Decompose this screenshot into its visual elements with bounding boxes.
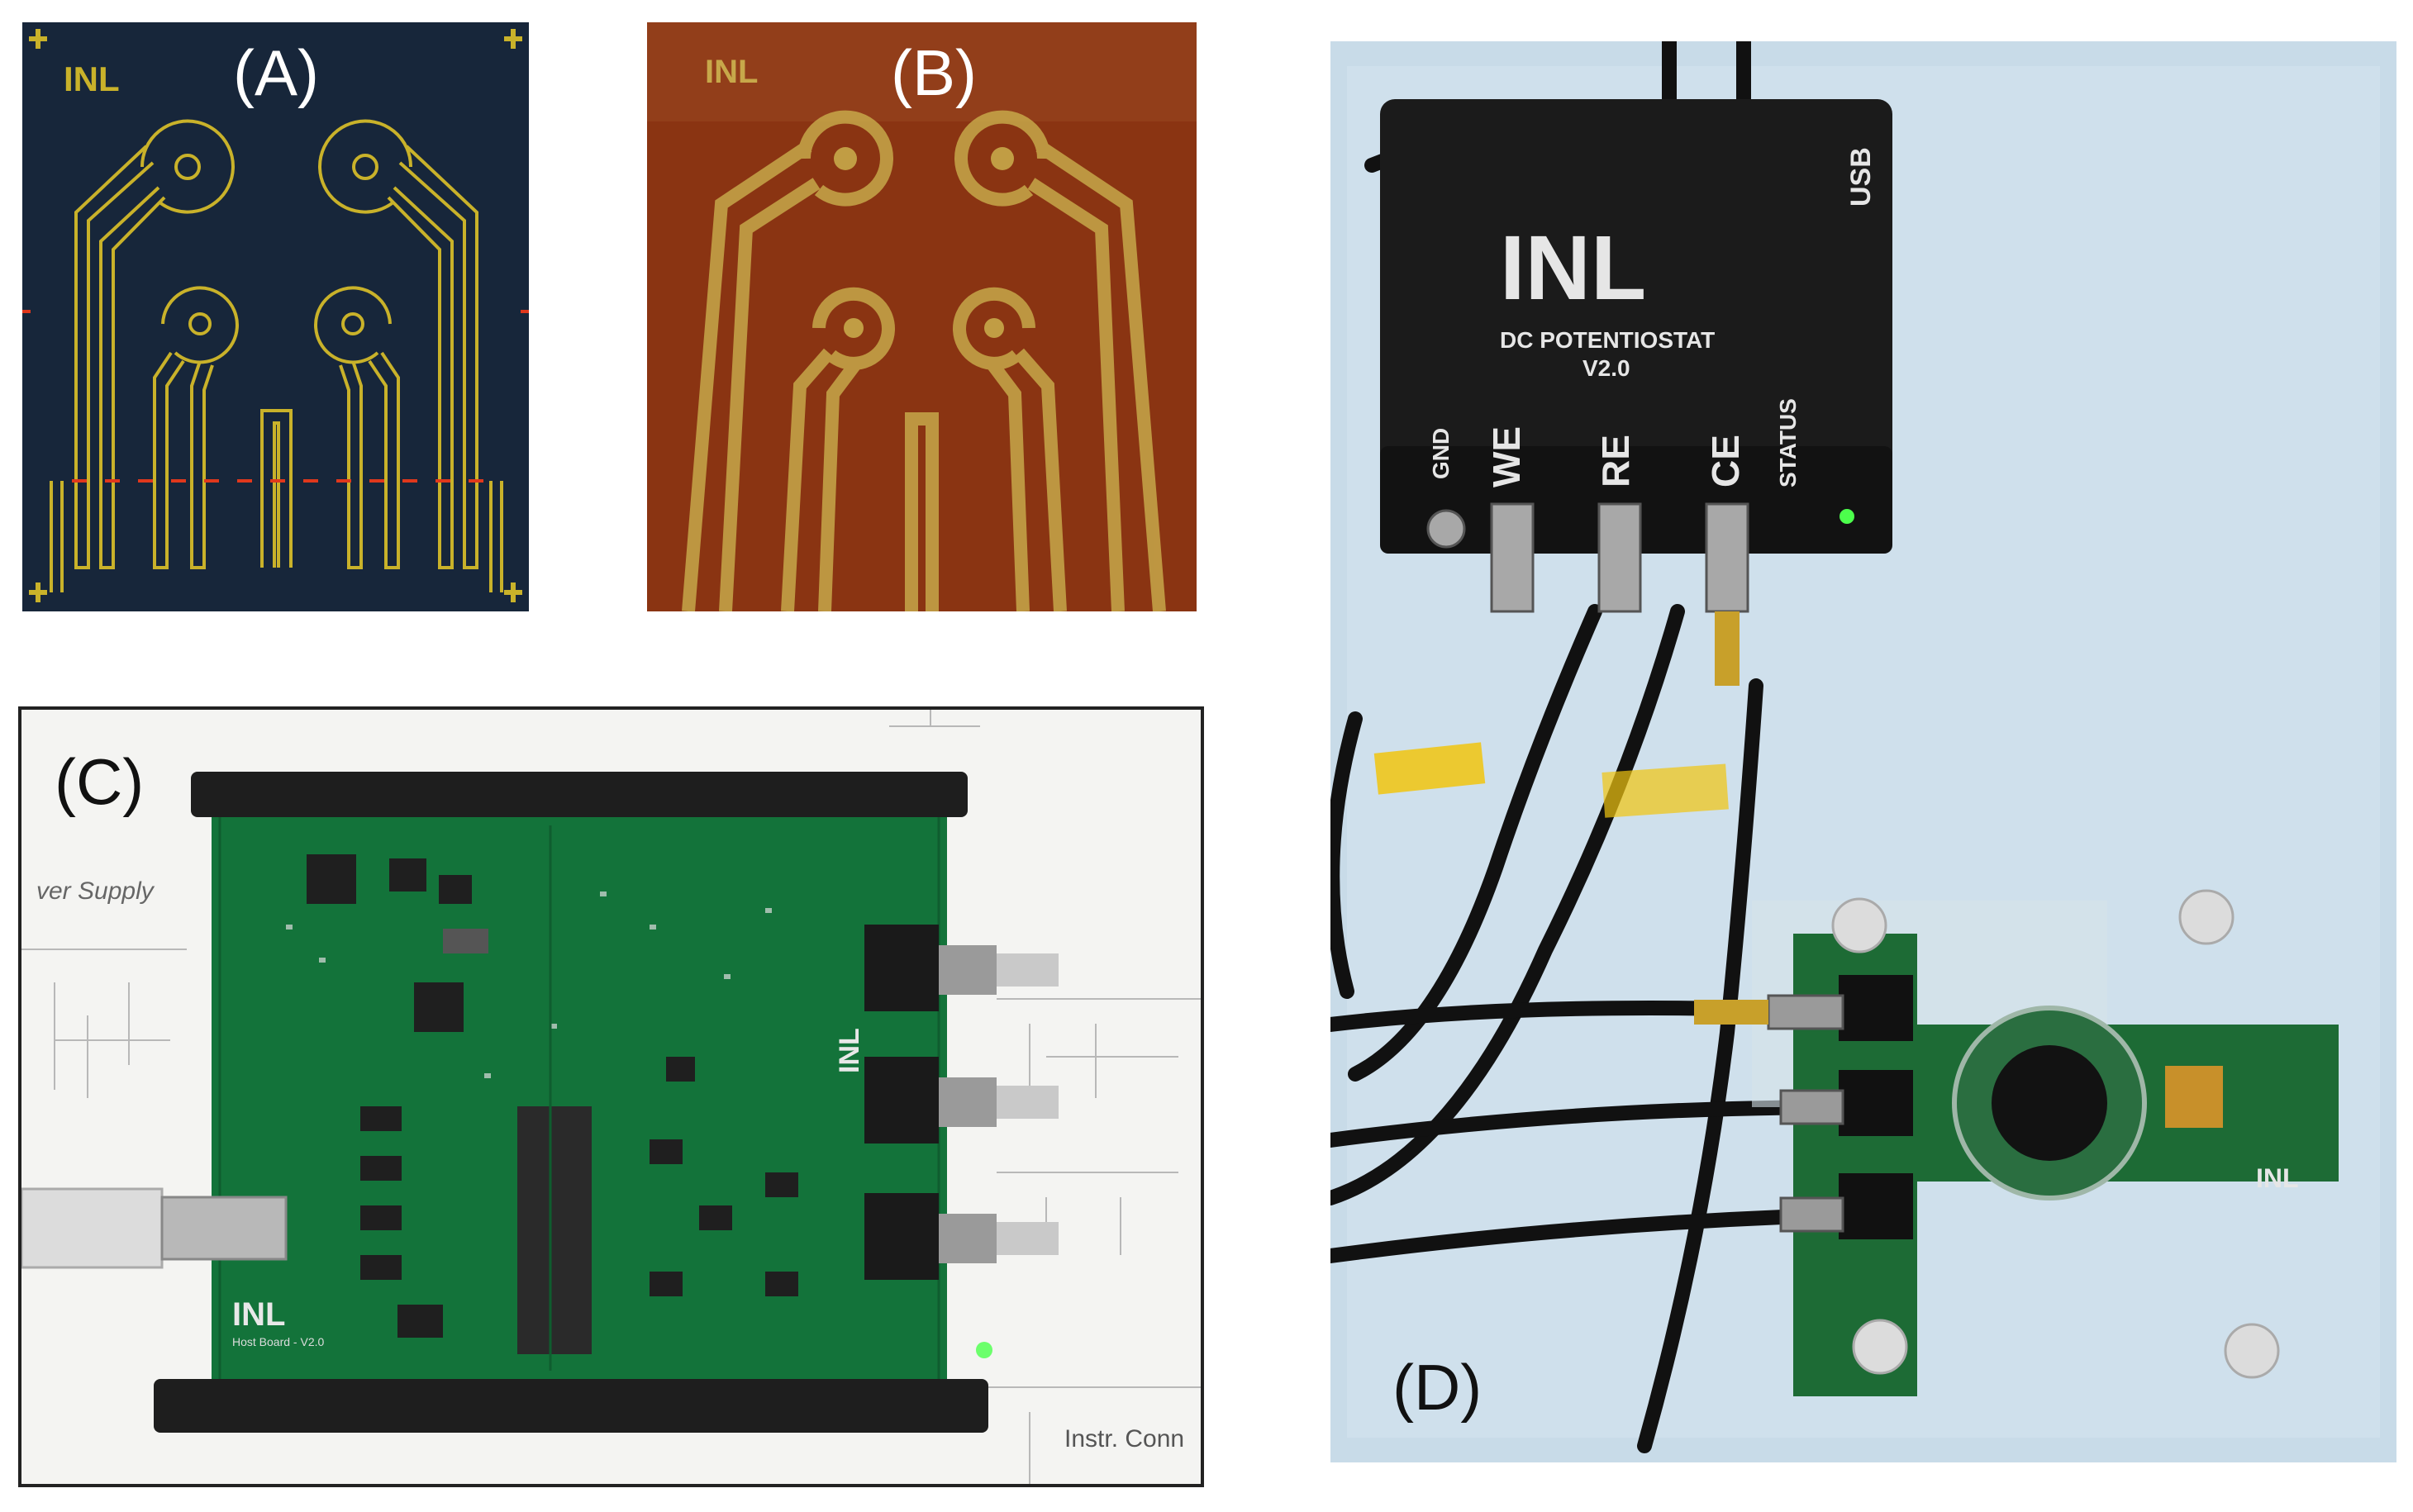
pcb-components: [307, 854, 798, 1354]
board-inl-logo: INL: [232, 1296, 286, 1333]
schematic-text-instr-conn: Instr. Conn: [1064, 1425, 1185, 1453]
panel-d-setup-photo: INL DC POTENTIOSTAT V2.0 USB GND WE RE C…: [1330, 41, 2396, 1462]
enclosure-rail-bottom: [154, 1379, 988, 1433]
electrode-center-tl: [174, 154, 201, 180]
panel-a-electrode-design: INL (A): [22, 22, 529, 611]
device-model-label: DC POTENTIOSTAT: [1500, 327, 1716, 353]
port-label-we: WE: [1485, 426, 1528, 487]
electrode-traces: [50, 119, 503, 592]
usb-cable-plug: [21, 1187, 164, 1269]
device-usb-label: USB: [1845, 147, 1877, 207]
electrode-ring-tl: [140, 119, 235, 214]
potentiostat-box: [1380, 99, 1892, 512]
electrode-layout-drawing: [22, 29, 529, 602]
panel-b-fabricated-electrodes: INL (B): [647, 22, 1197, 611]
electrode-center-tr: [352, 154, 378, 180]
device-inl-logo: INL: [1500, 217, 1647, 319]
port-label-gnd: GND: [1428, 427, 1454, 479]
corner-marks: [29, 29, 522, 602]
gold-traces: [682, 110, 1166, 611]
host-board-photo: [21, 710, 1201, 1484]
electrode-ring-tr: [318, 119, 413, 214]
port-label-status: STATUS: [1775, 398, 1801, 487]
contact-markers: [22, 310, 529, 483]
adapter-inl-logo: INL: [2256, 1163, 2299, 1193]
enclosure-rail-top: [191, 772, 968, 817]
fabricated-chip-photo: [647, 22, 1197, 611]
panel-label-c: (C): [55, 745, 145, 818]
electrode-ring-br: [314, 286, 392, 364]
bnc-connectors: [864, 925, 1059, 1280]
electrode-ring-bl: [161, 286, 239, 364]
setup-photo: [1330, 41, 2396, 1462]
board-inl-logo-vertical: INL: [834, 1028, 865, 1073]
inl-logo: INL: [64, 59, 120, 98]
device-version-label: V2.0: [1582, 355, 1630, 381]
port-label-ce: CE: [1704, 435, 1747, 487]
board-caption: Host Board - V2.0: [232, 1335, 325, 1348]
schematic-text-power-supply: ver Supply: [36, 877, 154, 905]
port-label-re: RE: [1594, 435, 1637, 487]
inl-logo: INL: [705, 54, 759, 90]
panel-label-d: (D): [1392, 1351, 1483, 1424]
panel-c-host-board: ver Supply Instr. Conn INL INL Host Boar…: [18, 706, 1204, 1487]
panel-label-b: (B): [891, 36, 977, 109]
panel-label-a: (A): [233, 36, 319, 109]
